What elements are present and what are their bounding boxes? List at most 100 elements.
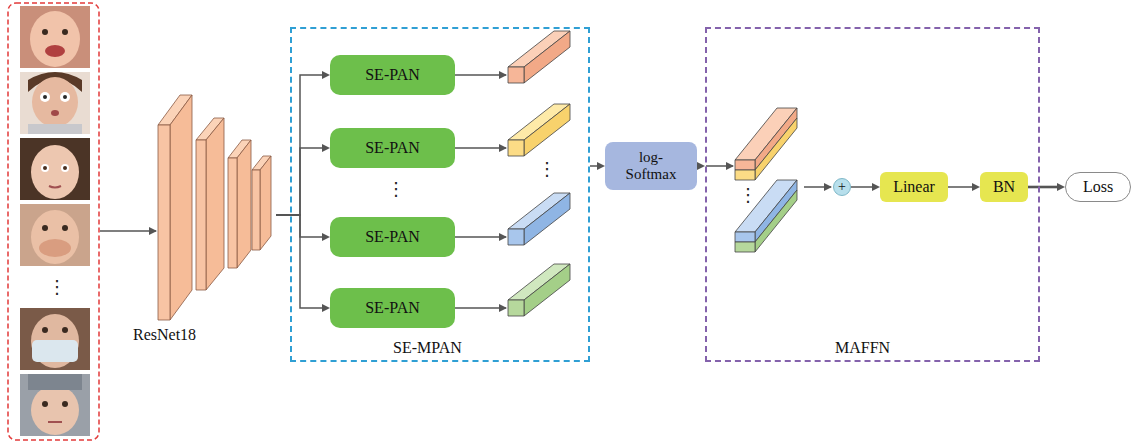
feature-cuboid [508, 140, 524, 156]
resnet-layers [252, 170, 260, 250]
face-photo [63, 166, 67, 170]
process-box: BN [980, 172, 1028, 202]
feature-cuboid [524, 104, 570, 156]
face-photo [20, 6, 90, 68]
resnet-layers [228, 158, 237, 268]
ellipsis-mark: ⋮ [739, 186, 757, 204]
process-box: Loss [1065, 172, 1131, 202]
process-box: log- Softmax [605, 142, 697, 190]
feature-arrow [455, 75, 506, 308]
feature-arrow [455, 307, 506, 309]
node-label: MAFFN [835, 339, 890, 357]
face-photo [42, 225, 48, 231]
process-box: Linear [880, 172, 948, 202]
arrow-connector [276, 215, 330, 312]
feature-cuboid [524, 193, 570, 245]
arrow-connector [948, 183, 980, 191]
face-photo [30, 11, 80, 67]
fused-cuboid [755, 190, 797, 252]
arrow-head [972, 183, 980, 191]
process-box: SE-PAN [330, 288, 455, 328]
node-label: SE-PAN [365, 228, 420, 246]
feature-cuboid [524, 264, 570, 316]
backbone-network: ResNet18 [128, 92, 276, 348]
face-photo [28, 124, 82, 134]
face-photo [60, 92, 70, 102]
feature-cuboid [508, 67, 524, 83]
resnet-layers [260, 156, 271, 250]
arrow-head [1057, 183, 1065, 191]
module-group: SE-MPANSE-PANSE-PANSE-PANSE-PAN [290, 27, 590, 362]
node-label: ResNet18 [133, 326, 196, 344]
connector-line [851, 186, 872, 188]
sum-node: + [833, 178, 851, 196]
face-photo [20, 204, 90, 266]
feature-cuboid [508, 31, 570, 316]
resnet-layers [196, 140, 206, 290]
face-photo [20, 138, 90, 200]
node-label: Linear [893, 178, 935, 196]
face-photo [43, 166, 47, 170]
inner-arrow [706, 165, 733, 167]
face-photo [49, 186, 61, 188]
node-label: + [838, 180, 846, 194]
face-photo [42, 327, 48, 333]
face-photo [20, 72, 90, 134]
feature-cuboid [524, 31, 570, 83]
face-photo [39, 239, 71, 257]
fused-cuboid [735, 170, 755, 180]
connector-line [276, 75, 322, 215]
arrow-head [322, 304, 330, 312]
node-label: SE-PAN [365, 66, 420, 84]
face-photo [61, 164, 69, 172]
ellipsis-mark: ⋮ [538, 160, 556, 178]
connector-line [276, 215, 322, 308]
arrow-head [697, 162, 705, 170]
feature-arrow [455, 236, 506, 238]
arrow-connector [697, 162, 705, 170]
face-photo [43, 95, 47, 99]
arrow-connector [276, 71, 330, 215]
fused-cuboid [755, 118, 797, 180]
feature-cuboid [508, 229, 524, 245]
resnet-layers [158, 125, 170, 320]
arrow-head [597, 162, 605, 170]
face-photo [20, 72, 90, 134]
face-photo [20, 308, 90, 370]
process-box: SE-PAN [330, 128, 455, 168]
arrow-connector [590, 162, 605, 170]
arrow-connector [851, 183, 880, 191]
process-box: SE-PAN [330, 217, 455, 257]
face-photo [31, 385, 79, 435]
face-photo [48, 421, 62, 423]
feature-cuboid [508, 300, 524, 316]
face-photo [62, 225, 68, 231]
face-photo [40, 92, 50, 102]
input-arrow [100, 230, 156, 232]
arrow-connector [1028, 183, 1065, 191]
face-photo [31, 145, 79, 199]
node-label: SE-PAN [365, 139, 420, 157]
feature-arrow [455, 147, 506, 149]
face-photo [32, 77, 78, 127]
node-label: BN [993, 178, 1015, 196]
arrow-head [322, 71, 330, 79]
face-photo [20, 6, 90, 68]
resnet-layers [237, 140, 251, 268]
input-frame [8, 3, 99, 440]
connector-line [948, 186, 972, 188]
process-box: SE-PAN [330, 55, 455, 95]
connector-line [276, 215, 322, 237]
connector-line [1028, 186, 1057, 189]
connector-line [276, 148, 322, 215]
face-photo [28, 374, 82, 390]
fused-cuboid [735, 242, 755, 252]
feature-arrow [455, 74, 506, 76]
fused-cuboid [755, 180, 797, 242]
arrow-connector [276, 215, 330, 241]
node-label: Loss [1083, 178, 1113, 196]
fused-cuboid [735, 108, 797, 252]
resnet-layers [170, 95, 192, 320]
